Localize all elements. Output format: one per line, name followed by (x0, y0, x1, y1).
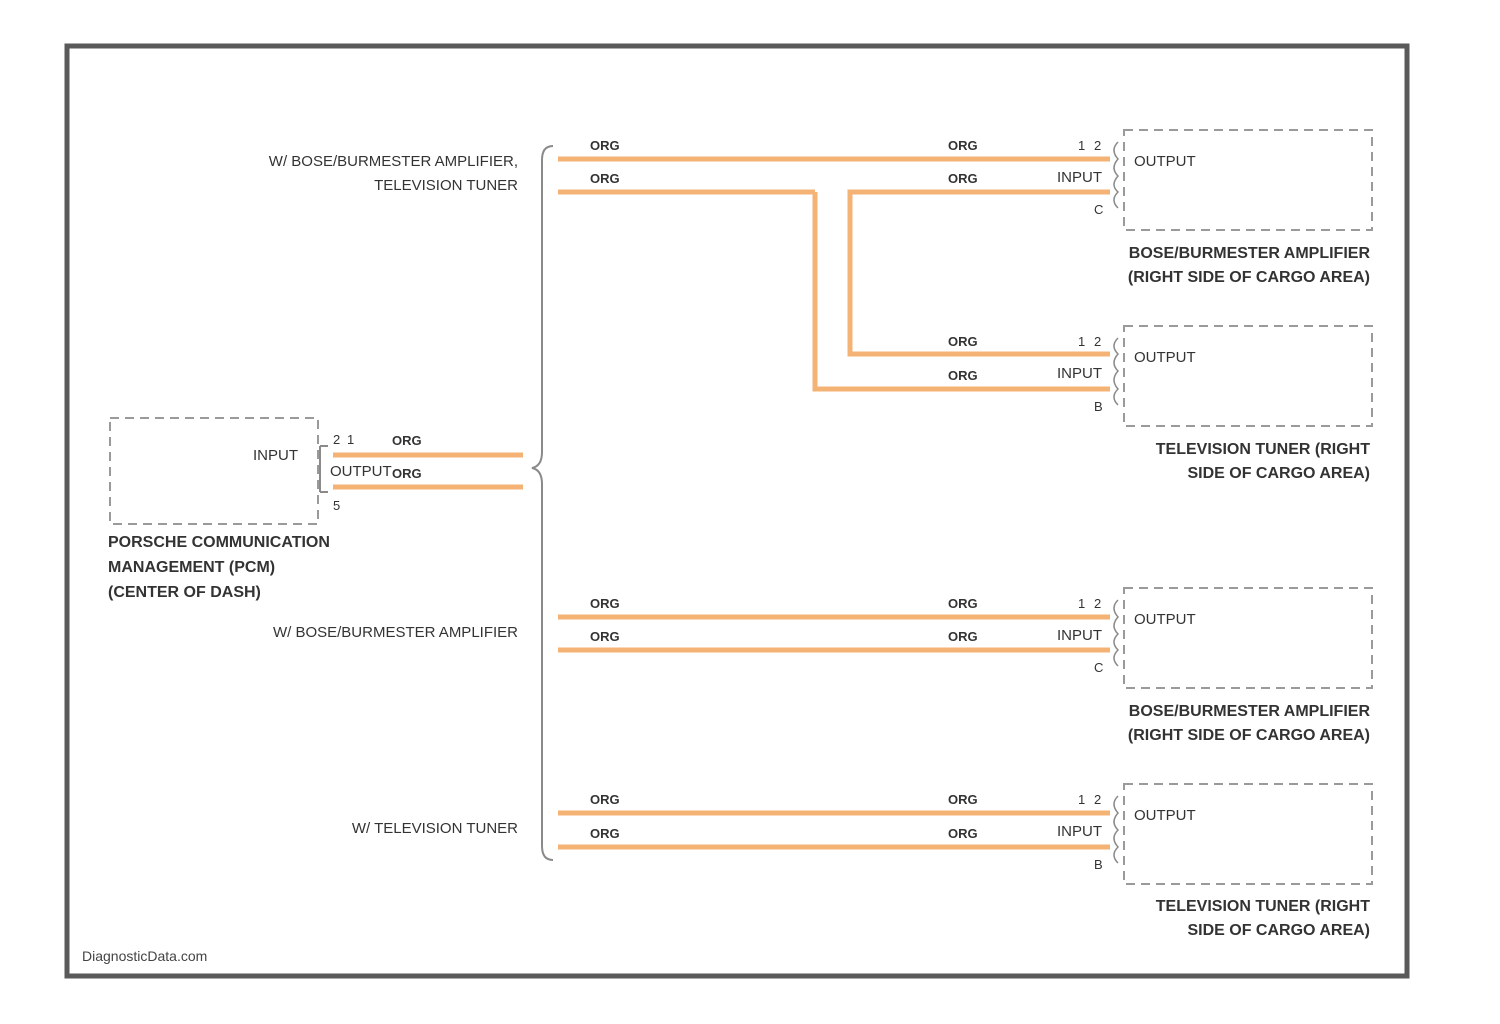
tv1-pin-1: 1 (1078, 334, 1085, 349)
amp2-wire-color-left-2: ORG (590, 629, 620, 644)
tv2-wire-color-left-1: ORG (590, 792, 620, 807)
pcm-input-label: INPUT (253, 447, 298, 464)
amp2-wire-color-right-1: ORG (948, 596, 978, 611)
amp1-input-label: INPUT (1057, 169, 1102, 186)
amp1-wire-color-left-2: ORG (590, 171, 620, 186)
amp2-label-line-1: BOSE/BURMESTER AMPLIFIER (1129, 703, 1371, 720)
amp2-pin-c: C (1094, 660, 1103, 675)
amp2-pin-2: 2 (1094, 596, 1101, 611)
tv2-input-label: INPUT (1057, 823, 1102, 840)
amp2-connector-mark (1114, 600, 1118, 666)
amp1-pin-2: 2 (1094, 138, 1101, 153)
amp1-pin-1: 1 (1078, 138, 1085, 153)
branch-1-label-line-1: W/ BOSE/BURMESTER AMPLIFIER, (269, 153, 518, 170)
amp1-label-line-1: BOSE/BURMESTER AMPLIFIER (1129, 245, 1371, 262)
tv1-input-label: INPUT (1057, 365, 1102, 382)
pcm-pin-1: 1 (347, 432, 354, 447)
watermark-text: DiagnosticData.com (82, 948, 207, 964)
pcm-box (110, 418, 318, 524)
tv1-wire-color-1: ORG (948, 334, 978, 349)
tv2-label-line-1: TELEVISION TUNER (RIGHT (1156, 898, 1370, 915)
branch-1-label-line-2: TELEVISION TUNER (374, 177, 518, 194)
tv1-pin-2: 2 (1094, 334, 1101, 349)
amp1-wire-color-right-2: ORG (948, 171, 978, 186)
tv2-wire-color-left-2: ORG (590, 826, 620, 841)
tv-tuner-1-component: ORG ORG 1 2 B INPUT OUTPUT TELEVISION TU… (948, 326, 1372, 482)
pcm-label-line-2: MANAGEMENT (PCM) (108, 559, 275, 576)
amp2-output-label: OUTPUT (1134, 611, 1196, 628)
tv2-pin-1: 1 (1078, 792, 1085, 807)
amp2-input-label: INPUT (1057, 627, 1102, 644)
pcm-label-line-1: PORSCHE COMMUNICATION (108, 534, 330, 551)
amp1-box (1124, 130, 1372, 230)
amp1-wire-color-left-1: ORG (590, 138, 620, 153)
pcm-connector-mark (320, 446, 328, 492)
pcm-wire-color-1: ORG (392, 433, 422, 448)
pcm-pin-5: 5 (333, 498, 340, 513)
amp2-box (1124, 588, 1372, 688)
tv1-label-line-1: TELEVISION TUNER (RIGHT (1156, 441, 1370, 458)
branch-2-label: W/ BOSE/BURMESTER AMPLIFIER (273, 624, 518, 641)
amp1-connector-mark (1114, 142, 1118, 208)
tv1-connector-mark (1114, 338, 1118, 405)
tv2-pin-2: 2 (1094, 792, 1101, 807)
wires (333, 159, 1110, 847)
amp1-pin-c: C (1094, 202, 1103, 217)
amp2-wire-color-right-2: ORG (948, 629, 978, 644)
tv2-wire-color-right-2: ORG (948, 826, 978, 841)
amp1-wire-color-right-1: ORG (948, 138, 978, 153)
amp1-output-label: OUTPUT (1134, 153, 1196, 170)
amplifier-2-component: ORG ORG ORG ORG 1 2 C INPUT OUTPUT BOSE/… (590, 588, 1372, 744)
tv1-box (1124, 326, 1372, 426)
wire-amp1-pin2-loop (850, 192, 1110, 354)
tv2-pin-b: B (1094, 857, 1103, 872)
pcm-component: INPUT OUTPUT 2 1 5 ORG ORG PORSCHE COMMU… (108, 418, 422, 601)
amp2-wire-color-left-1: ORG (590, 596, 620, 611)
tv2-wire-color-right-1: ORG (948, 792, 978, 807)
tv2-output-label: OUTPUT (1134, 807, 1196, 824)
pcm-label-line-3: (CENTER OF DASH) (108, 584, 261, 601)
pcm-wire-color-2: ORG (392, 466, 422, 481)
option-brace (532, 146, 553, 860)
tv1-pin-b: B (1094, 399, 1103, 414)
wire-tv1-pin2 (815, 192, 1110, 389)
tv1-output-label: OUTPUT (1134, 349, 1196, 366)
tv2-box (1124, 784, 1372, 884)
amp2-label-line-2: (RIGHT SIDE OF CARGO AREA) (1128, 727, 1370, 744)
tv2-connector-mark (1114, 796, 1118, 863)
branch-3-label: W/ TELEVISION TUNER (352, 820, 518, 837)
tv1-label-line-2: SIDE OF CARGO AREA) (1187, 465, 1370, 482)
tv-tuner-2-component: ORG ORG ORG ORG 1 2 B INPUT OUTPUT TELEV… (590, 784, 1372, 939)
tv2-label-line-2: SIDE OF CARGO AREA) (1187, 922, 1370, 939)
pcm-pin-2: 2 (333, 432, 340, 447)
pcm-output-label: OUTPUT (330, 463, 392, 480)
amp1-label-line-2: (RIGHT SIDE OF CARGO AREA) (1128, 269, 1370, 286)
diagram-frame (67, 46, 1407, 976)
tv1-wire-color-2: ORG (948, 368, 978, 383)
amp2-pin-1: 1 (1078, 596, 1085, 611)
amplifier-1-component: ORG ORG ORG ORG 1 2 C INPUT OUTPUT BOSE/… (590, 130, 1372, 286)
